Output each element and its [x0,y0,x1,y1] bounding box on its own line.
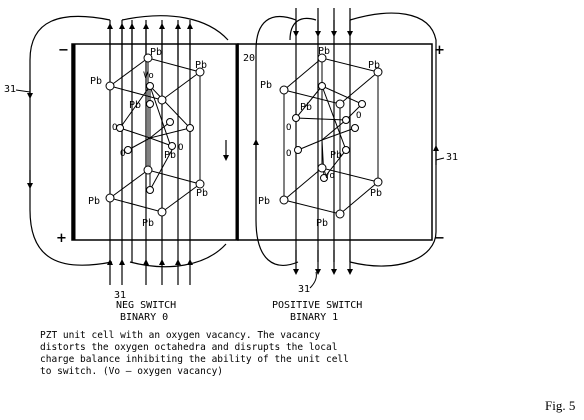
pb-label: Pb [318,46,330,57]
ref-31-left: 31 [4,84,16,95]
pb-label: Pb [368,60,380,71]
pb-label: Pb [330,150,342,161]
pb-label: Pb [150,47,162,58]
pb-label: Pb [370,188,382,199]
left-bottom-sign: + [56,231,67,246]
positive-switch-title: POSITIVE SWITCH [272,300,362,311]
right-top-sign: + [434,43,445,58]
ref-31-bottom-right: 31 [298,284,310,295]
positive-switch-binary: BINARY 1 [290,312,338,323]
right-arrows [253,8,439,275]
vo-label: Vo [324,171,335,181]
description-block: PZT unit cell with an oxygen vacancy. Th… [40,330,349,377]
o-label: O [120,149,125,159]
description-line: charge balance inhibiting the ability of… [40,354,349,365]
right-unit-cell [282,57,380,215]
o-label: O [286,123,291,133]
pb-label: Pb [164,150,176,161]
o-label: O [112,123,117,133]
pb-label: Pb [260,80,272,91]
left-arrows [27,23,229,285]
pb-label: Pb [129,100,141,111]
left-atom-labels: Pb Pb Pb Pb Pb Pb Pb Pb Vo O O O [88,47,208,229]
right-atoms [279,53,383,219]
o-label: O [178,143,183,153]
pb-label: Pb [90,76,102,87]
pb-label: Pb [142,218,154,229]
pb-label: Pb [88,196,100,207]
pb-label: Pb [195,60,207,71]
o-label: O [356,111,361,121]
ref-31-right: 31 [446,152,458,163]
ref-31-bottom-left: 31 [114,290,126,301]
pb-label: Pb [258,196,270,207]
description-line: distorts the oxygen octahedra and disrup… [40,342,337,353]
reference-numerals: 31 31 31 31 20 [4,53,458,301]
neg-switch-binary: BINARY 0 [120,312,168,323]
figure-label: Fig. 5 [545,398,575,413]
o-label: O [286,149,291,159]
right-bottom-sign: − [434,231,445,246]
left-top-sign: − [58,43,69,58]
right-atom-labels: Pb Pb Pb Pb Pb Pb Pb Pb Vo O O O [258,46,382,229]
pb-label: Pb [316,218,328,229]
left-unit-cell [108,57,202,213]
left-field-loops [29,15,229,268]
left-atoms [105,53,205,217]
ref-20: 20 [243,53,255,64]
right-cell-frame [237,43,433,241]
right-field-loops [255,12,437,267]
description-line: PZT unit cell with an oxygen vacancy. Th… [40,330,321,341]
pb-label: Pb [196,188,208,199]
neg-switch-title: NEG SWITCH [116,300,176,311]
pb-label: Pb [300,102,312,113]
vo-label: Vo [143,71,154,81]
electrode-frame [71,43,433,241]
description-line: to switch. (Vo – oxygen vacancy) [40,366,223,377]
